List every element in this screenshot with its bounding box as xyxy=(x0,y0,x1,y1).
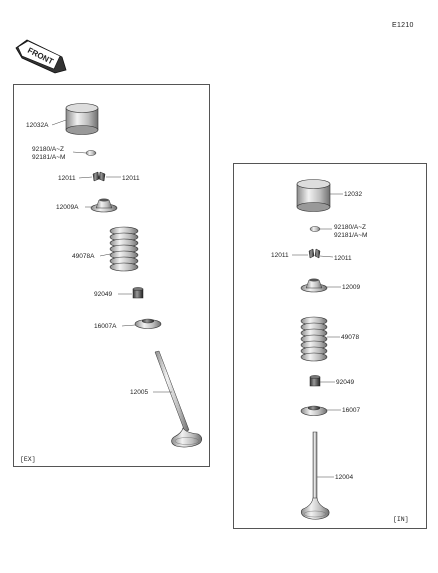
in-label-spring-seat: 16007 xyxy=(342,407,360,414)
in-spring-seat xyxy=(300,405,328,416)
ex-retainer xyxy=(90,198,118,213)
in-valve xyxy=(300,431,330,520)
ex-spring xyxy=(109,226,139,272)
in-label-keeper-right: 12011 xyxy=(334,255,352,262)
in-label-valve: 12004 xyxy=(335,474,353,481)
in-keepers xyxy=(308,248,321,259)
in-label-shim-2: 92181/A~M xyxy=(334,232,367,239)
in-spring xyxy=(300,316,328,362)
ex-label-lifter: 12032A xyxy=(26,122,49,129)
in-label-shim-1: 92180/A~Z xyxy=(334,224,366,231)
in-label-lifter: 12032 xyxy=(344,191,362,198)
ex-tag: [EX] xyxy=(20,456,36,463)
in-tag: [IN] xyxy=(393,516,409,523)
ex-spring-seat xyxy=(134,318,162,329)
exhaust-panel xyxy=(13,84,210,467)
ex-label-spring-seat: 16007A xyxy=(94,323,117,330)
ex-label-shim-1: 92180/A~Z xyxy=(32,146,64,153)
ex-label-spring: 49078A xyxy=(72,253,95,260)
intake-panel xyxy=(233,163,427,529)
ex-keepers xyxy=(92,171,106,182)
front-arrow-icon: FRONT xyxy=(15,39,67,74)
ex-label-valve: 12005 xyxy=(130,389,148,396)
in-retainer xyxy=(300,278,328,293)
ex-label-seal: 92049 xyxy=(94,291,112,298)
ex-lifter xyxy=(65,103,99,135)
in-label-keeper-left: 12011 xyxy=(271,252,289,259)
ex-label-keeper-right: 12011 xyxy=(122,175,140,182)
in-seal xyxy=(309,375,321,387)
ex-label-keeper-left: 12011 xyxy=(58,175,76,182)
diagram-code: E1210 xyxy=(392,22,414,29)
ex-shim xyxy=(85,150,97,156)
in-label-seal: 92049 xyxy=(336,379,354,386)
ex-seal xyxy=(132,287,144,299)
in-label-spring: 49078 xyxy=(341,334,359,341)
ex-label-retainer: 12009A xyxy=(56,204,79,211)
ex-label-shim-2: 92181/A~M xyxy=(32,154,65,161)
in-shim xyxy=(309,226,321,232)
ex-valve xyxy=(154,350,203,448)
in-lifter xyxy=(296,179,331,212)
in-label-retainer: 12009 xyxy=(342,284,360,291)
